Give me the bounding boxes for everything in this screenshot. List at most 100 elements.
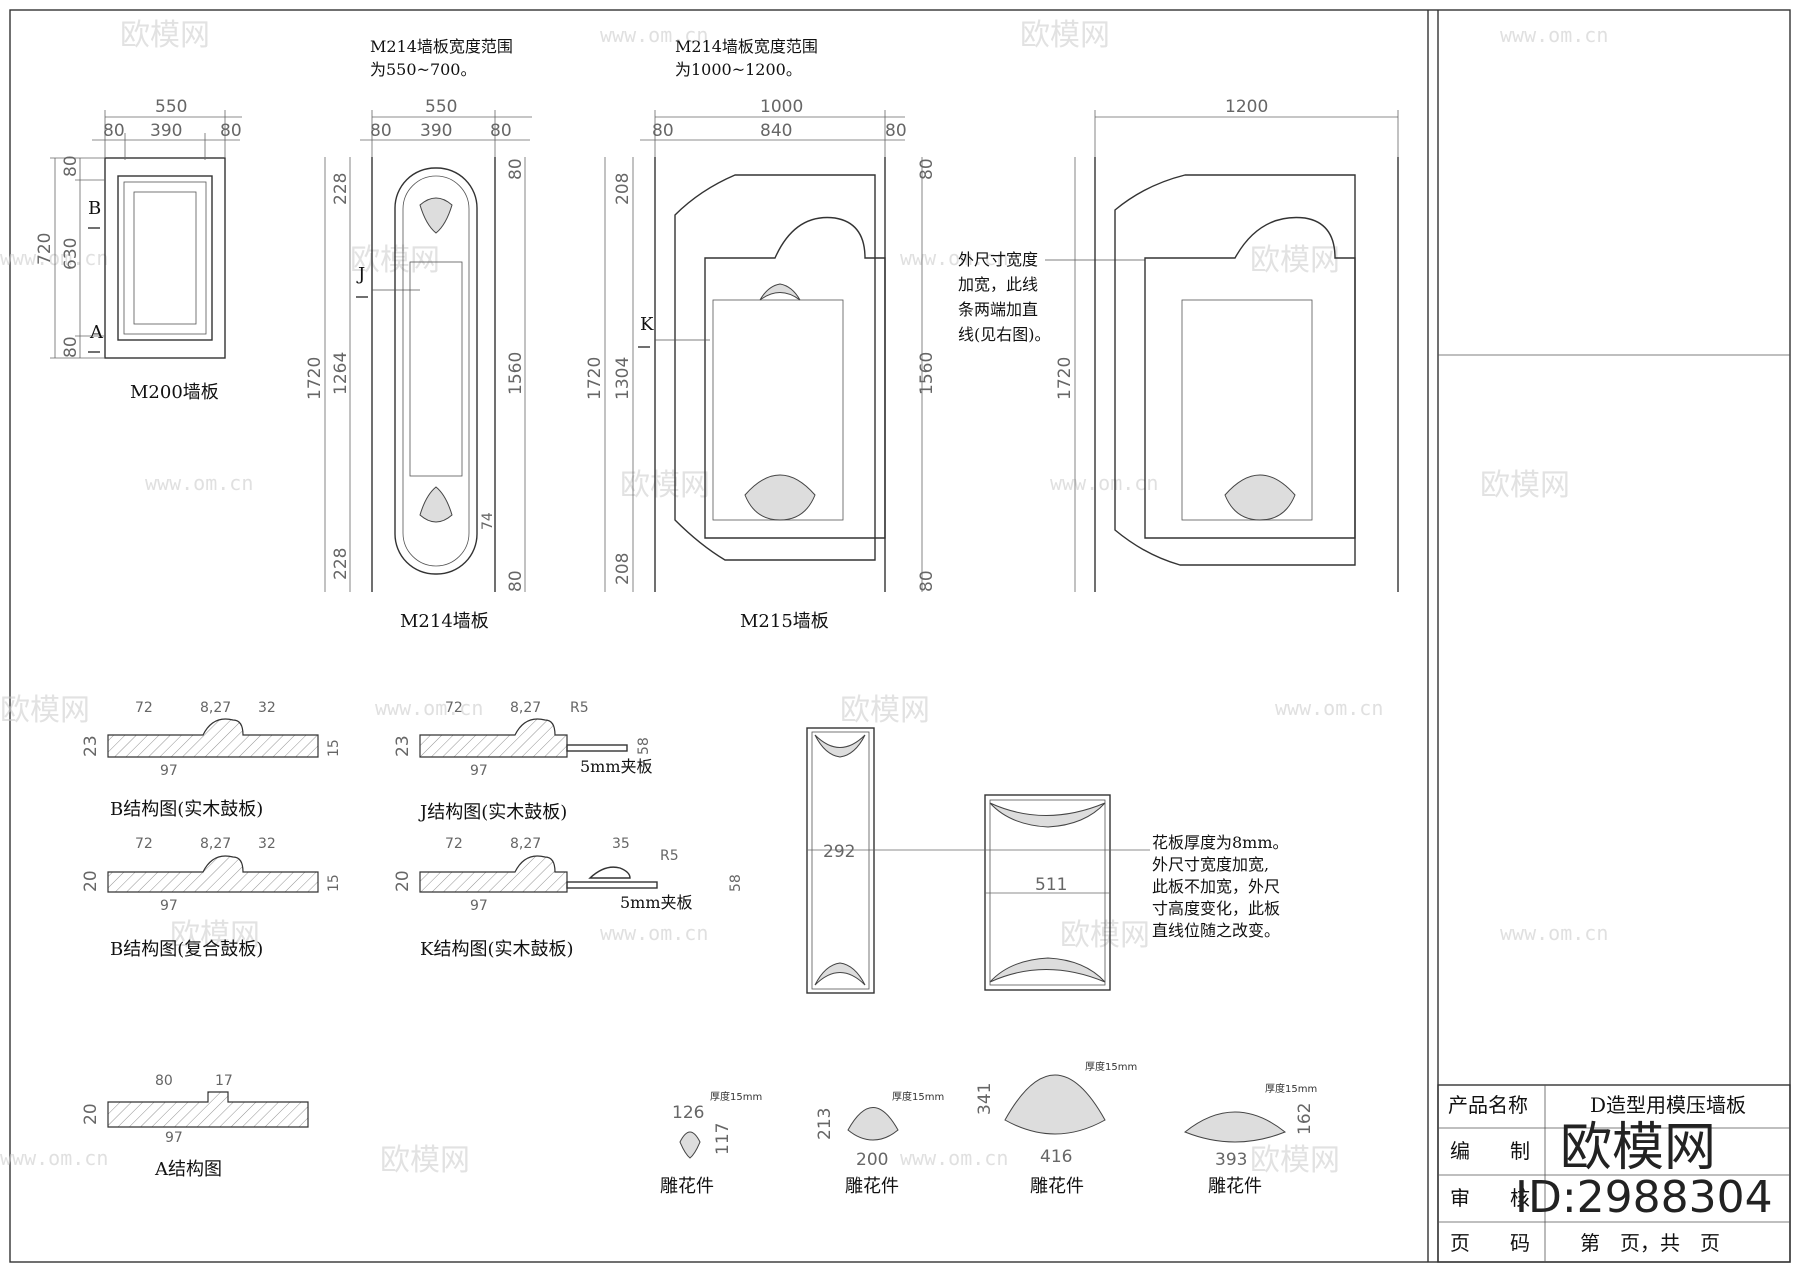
svg-text:www.om.cn: www.om.cn — [1500, 23, 1608, 47]
svg-text:欧模网: 欧模网 — [120, 18, 210, 53]
svg-text:为550~700。: 为550~700。 — [370, 60, 477, 79]
brand-overlay: 欧模网 ID:2988304 — [1515, 1118, 1773, 1223]
section-k: 72 8,27 35 R5 20 97 58 5mm夹板 K结构图(实木鼓板) — [393, 836, 744, 960]
svg-text:511: 511 — [1035, 875, 1067, 895]
svg-text:1560: 1560 — [917, 352, 937, 395]
svg-text:M214墙板宽度范围: M214墙板宽度范围 — [675, 37, 818, 56]
svg-text:80: 80 — [155, 1073, 173, 1089]
svg-text:80: 80 — [652, 121, 674, 141]
svg-text:寸高度变化，此板: 寸高度变化，此板 — [1152, 899, 1280, 918]
svg-text:www.om.cn: www.om.cn — [1050, 471, 1158, 495]
svg-text:80: 80 — [506, 158, 526, 180]
svg-text:58: 58 — [636, 737, 652, 755]
svg-text:97: 97 — [470, 763, 488, 779]
svg-text:M214墙板宽度范围: M214墙板宽度范围 — [370, 37, 513, 56]
svg-text:www.om.cn: www.om.cn — [375, 696, 483, 720]
svg-text:32: 32 — [258, 700, 276, 716]
svg-text:条两端加直: 条两端加直 — [958, 300, 1038, 319]
svg-text:www.om.cn: www.om.cn — [900, 246, 1008, 270]
svg-text:为1000~1200。: 为1000~1200。 — [675, 60, 802, 79]
svg-text:72: 72 — [445, 836, 463, 852]
svg-text:35: 35 — [612, 836, 630, 852]
svg-text:欧模网: 欧模网 — [1560, 1118, 1716, 1178]
carving-2: 厚度15mm 200 213 雕花件 — [815, 1090, 944, 1197]
svg-text:www.om.cn: www.om.cn — [600, 921, 708, 945]
svg-text:J: J — [356, 264, 365, 285]
panel-m214: 550 80 390 80 1720 1264 228 228 1560 80 … — [305, 97, 532, 632]
svg-text:8,27: 8,27 — [510, 836, 541, 852]
svg-text:97: 97 — [470, 898, 488, 914]
svg-text:15: 15 — [326, 874, 342, 892]
svg-text:80: 80 — [220, 121, 242, 141]
svg-text:97: 97 — [160, 898, 178, 914]
svg-text:5mm夹板: 5mm夹板 — [620, 893, 693, 912]
svg-text:550: 550 — [155, 97, 187, 117]
svg-text:840: 840 — [760, 121, 792, 141]
svg-text:1720: 1720 — [1055, 357, 1075, 400]
svg-text:编: 编 — [1450, 1139, 1470, 1163]
svg-text:B结构图(复合鼓板): B结构图(复合鼓板) — [110, 939, 263, 960]
svg-text:厚度15mm: 厚度15mm — [710, 1090, 762, 1103]
svg-text:厚度15mm: 厚度15mm — [1265, 1082, 1317, 1095]
svg-text:550: 550 — [425, 97, 457, 117]
svg-text:雕花件: 雕花件 — [845, 1176, 899, 1197]
svg-text:雕花件: 雕花件 — [1030, 1176, 1084, 1197]
flower-boards: 292 511 花板厚度为8mm。 外尺寸宽度加宽, 此板不加宽，外尺 寸高度变… — [806, 727, 1289, 994]
svg-text:416: 416 — [1040, 1147, 1072, 1167]
svg-text:80: 80 — [506, 570, 526, 592]
svg-text:欧模网: 欧模网 — [1480, 468, 1570, 503]
svg-text:R5: R5 — [660, 848, 679, 864]
svg-text:线(见右图)。: 线(见右图)。 — [958, 325, 1051, 344]
svg-text:www.om.cn: www.om.cn — [900, 1146, 1008, 1170]
section-j: 72 8,27 R5 23 97 58 5mm夹板 J结构图(实木鼓板) — [393, 700, 653, 823]
svg-text:117: 117 — [713, 1123, 733, 1155]
svg-text:J结构图(实木鼓板): J结构图(实木鼓板) — [418, 802, 567, 823]
carving-1: 厚度15mm 126 117 雕花件 — [660, 1090, 762, 1197]
carving-3: 厚度15mm 416 341 雕花件 — [975, 1060, 1137, 1197]
svg-text:M214墙板: M214墙板 — [400, 611, 489, 632]
svg-text:23: 23 — [393, 735, 413, 757]
svg-text:80: 80 — [917, 570, 937, 592]
svg-text:292: 292 — [823, 842, 855, 862]
svg-text:B: B — [88, 198, 101, 219]
svg-text:80: 80 — [61, 336, 81, 358]
svg-text:K结构图(实木鼓板): K结构图(实木鼓板) — [420, 939, 574, 960]
svg-text:15: 15 — [326, 739, 342, 757]
sheet-border — [9, 9, 1791, 1263]
section-a: 80 17 20 97 A结构图 — [81, 1073, 309, 1180]
svg-text:720: 720 — [35, 233, 55, 265]
svg-text:码: 码 — [1510, 1231, 1530, 1255]
svg-text:D造型用模压墙板: D造型用模压墙板 — [1590, 1093, 1746, 1117]
svg-text:72: 72 — [135, 700, 153, 716]
svg-text:80: 80 — [885, 121, 907, 141]
svg-text:8,27: 8,27 — [510, 700, 541, 716]
svg-text:审: 审 — [1450, 1186, 1470, 1210]
svg-text:20: 20 — [393, 870, 413, 892]
panel-m215-wide: 1200 1720 — [1055, 97, 1399, 592]
svg-text:外尺寸宽度加宽,: 外尺寸宽度加宽, — [1152, 855, 1269, 874]
carving-4: 厚度15mm 393 162 雕花件 — [1184, 1082, 1317, 1197]
svg-text:5mm夹板: 5mm夹板 — [580, 757, 653, 776]
svg-text:8,27: 8,27 — [200, 836, 231, 852]
svg-text:1000: 1000 — [760, 97, 803, 117]
svg-text:核: 核 — [1510, 1186, 1530, 1210]
svg-text:228: 228 — [331, 548, 351, 580]
svg-text:欧模网: 欧模网 — [1250, 1143, 1340, 1178]
svg-text:80: 80 — [103, 121, 125, 141]
svg-text:厚度15mm: 厚度15mm — [892, 1090, 944, 1103]
svg-text:ID:2988304: ID:2988304 — [1515, 1172, 1773, 1223]
section-b-composite: 72 8,27 32 20 97 15 B结构图(复合鼓板) — [81, 836, 342, 960]
svg-text:K: K — [640, 314, 654, 335]
svg-text:80: 80 — [490, 121, 512, 141]
watermark-layer: 欧模网 欧模网 www.om.cn www.om.cn 欧模网 欧模网 www.… — [0, 18, 1608, 1178]
svg-text:20: 20 — [81, 1103, 101, 1125]
svg-text:欧模网: 欧模网 — [1020, 18, 1110, 53]
svg-text:M200墙板: M200墙板 — [130, 382, 219, 403]
svg-text:加宽，此线: 加宽，此线 — [958, 275, 1038, 294]
svg-text:R5: R5 — [570, 700, 589, 716]
panel-m215: 1000 80 840 80 1720 1304 208 208 1560 80… — [585, 97, 937, 632]
svg-text:1264: 1264 — [331, 352, 351, 395]
svg-text:直线位随之改变。: 直线位随之改变。 — [1152, 921, 1280, 940]
svg-text:213: 213 — [815, 1108, 835, 1140]
